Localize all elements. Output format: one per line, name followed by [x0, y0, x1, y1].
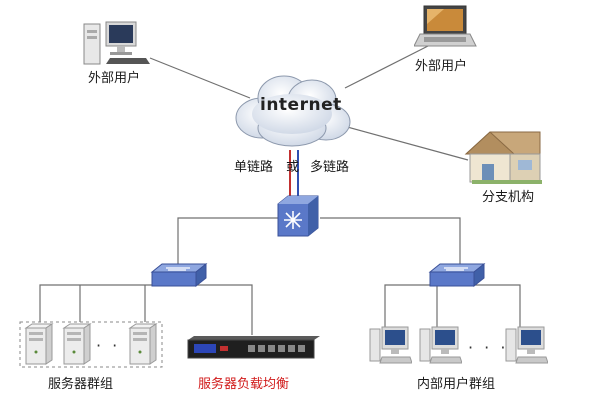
server-group-label: 服务器群组: [48, 377, 114, 392]
link-left-switch-balancer: [190, 284, 253, 335]
server-tower-icon: [24, 323, 54, 365]
server-group-box: [19, 321, 163, 368]
network-switch-icon: [150, 262, 208, 288]
desktop-computer-icon: [419, 326, 462, 364]
single-link-label: 单链路: [234, 160, 274, 175]
server-ellipsis: · · ·: [96, 336, 137, 355]
external-user-right-label: 外部用户: [415, 59, 468, 74]
server-tower-icon: [62, 323, 92, 365]
external-user-left-label: 外部用户: [88, 71, 141, 86]
link-core-left-switch: [177, 217, 296, 268]
multi-link-label: 多链路: [310, 160, 350, 175]
desktop-computer-icon: [83, 21, 150, 65]
load-balancer-appliance-icon: [187, 336, 320, 359]
internal-users-label: 内部用户群组: [417, 377, 496, 392]
branch-label: 分支机构: [482, 190, 535, 205]
link-right-switch-users: [384, 284, 450, 328]
server-tower-icon: [128, 323, 158, 365]
load-balancer-label: 服务器负载均衡: [198, 377, 290, 392]
user-ellipsis: · · ·: [468, 338, 509, 357]
link-internet-right-user: [344, 44, 431, 89]
link-core-right-switch: [320, 217, 461, 268]
link-internet-branch: [339, 124, 469, 161]
core-switch-icon: [277, 195, 319, 237]
desktop-computer-icon: [369, 326, 412, 364]
network-switch-icon: [428, 262, 486, 288]
desktop-computer-icon: [505, 326, 548, 364]
laptop-icon: [414, 5, 477, 47]
link-left-switch-servers: [39, 284, 180, 322]
cloud-label: internet: [260, 95, 342, 115]
cloud-icon: [235, 75, 351, 147]
or-label: 或: [286, 160, 300, 175]
link-user-3: [470, 284, 521, 328]
link-internet-left-user: [149, 57, 251, 99]
house-icon: [464, 131, 542, 184]
